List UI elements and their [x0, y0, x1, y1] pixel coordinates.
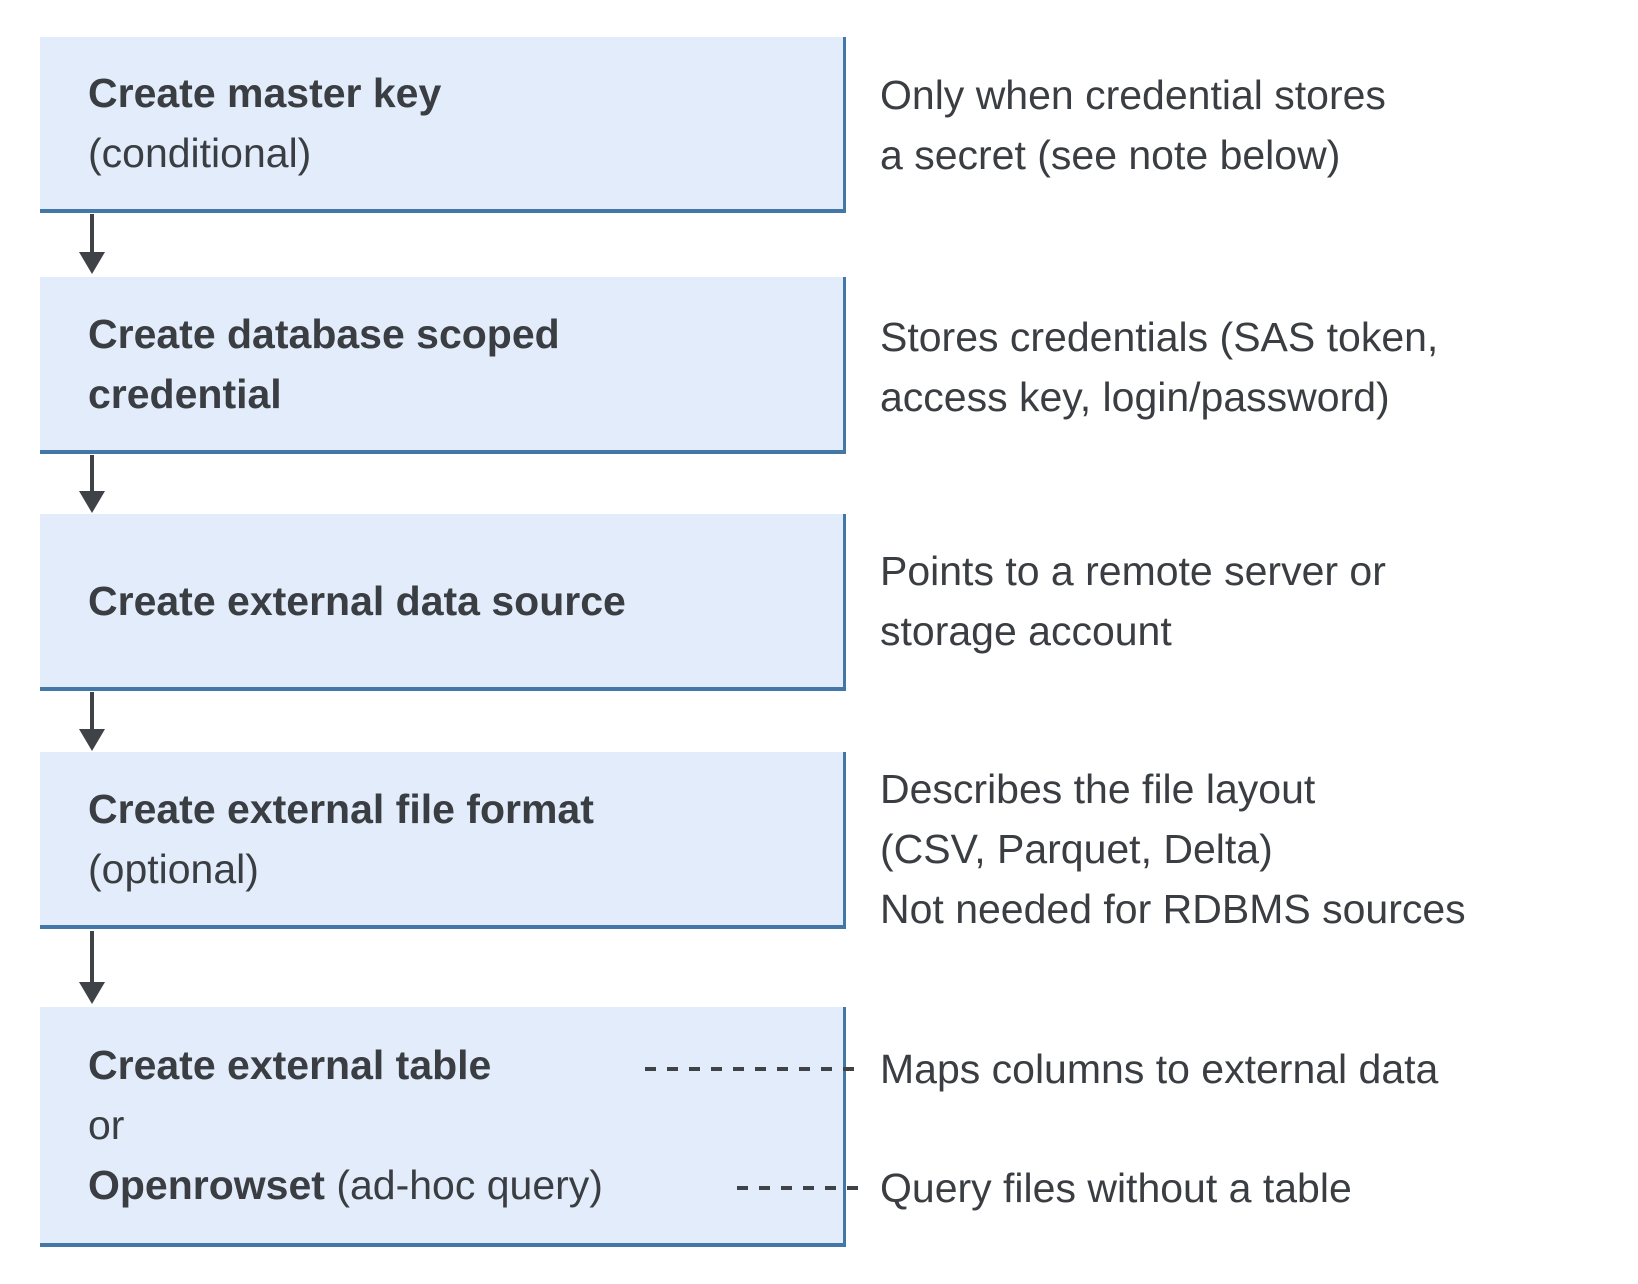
step-title-line: Create external table [88, 1035, 843, 1095]
step-title: Create database scoped credential [88, 310, 560, 417]
step-box-create-database-scoped-credential: Create database scoped credential [40, 277, 846, 454]
step-title: Create external file format [88, 785, 594, 832]
step-qualifier: (optional) [88, 845, 259, 892]
step-alt-qualifier: (ad-hoc query) [324, 1162, 603, 1208]
step-alt-title: Openrowset [88, 1162, 325, 1208]
dashed-connector-openrowset [737, 1186, 863, 1190]
step-title: Create external table [88, 1042, 492, 1088]
dashed-connector-external-table [645, 1067, 863, 1071]
step-box-create-external-table-or-openrowset: Create external table or Openrowset (ad-… [40, 1007, 846, 1247]
step-box-create-master-key: Create master key (conditional) [40, 37, 846, 213]
down-arrow [79, 455, 105, 513]
down-arrow [79, 931, 105, 1004]
down-arrow [79, 214, 105, 274]
step-title: Create external data source [88, 577, 626, 624]
note-create-external-data-source: Points to a remote server or storage acc… [880, 548, 1386, 654]
down-arrow [79, 692, 105, 751]
note-create-master-key: Only when credential stores a secret (se… [880, 72, 1386, 178]
step-or-label: or [88, 1102, 125, 1148]
note-create-external-file-format: Describes the file layout (CSV, Parquet,… [880, 766, 1466, 932]
step-title: Create master key [88, 70, 442, 116]
step-box-create-external-file-format: Create external file format (optional) [40, 752, 846, 929]
step-qualifier: (conditional) [88, 130, 312, 176]
note-create-database-scoped-credential: Stores credentials (SAS token, access ke… [880, 314, 1439, 420]
step-box-create-external-data-source: Create external data source [40, 514, 846, 691]
step-alt-line: Openrowset (ad-hoc query) [88, 1155, 843, 1215]
note-openrowset: Query files without a table [880, 1165, 1352, 1211]
note-external-table: Maps columns to external data [880, 1046, 1439, 1092]
